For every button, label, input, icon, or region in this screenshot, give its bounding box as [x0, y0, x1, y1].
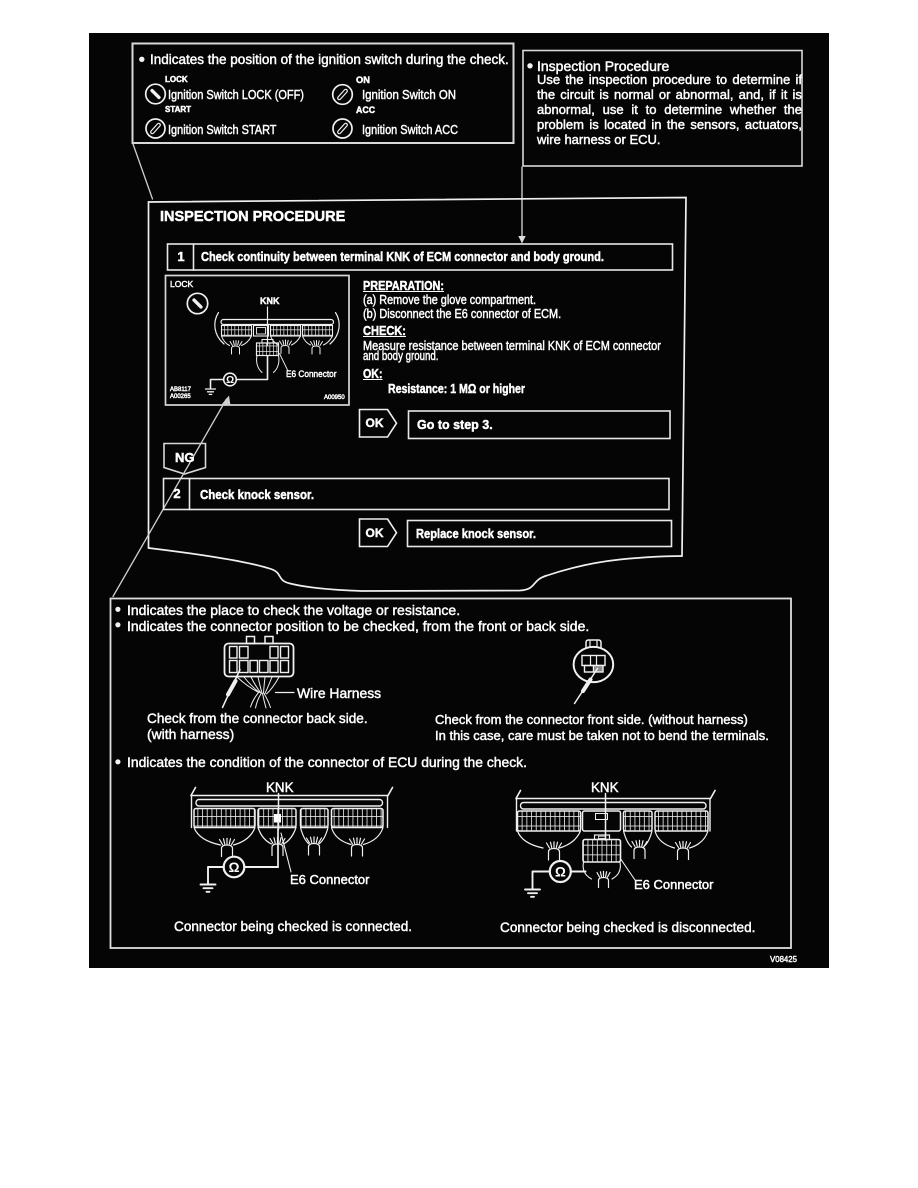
svg-text:Ω: Ω [229, 860, 240, 875]
svg-text:Ω: Ω [226, 375, 234, 386]
svg-text:Ω: Ω [555, 865, 566, 880]
